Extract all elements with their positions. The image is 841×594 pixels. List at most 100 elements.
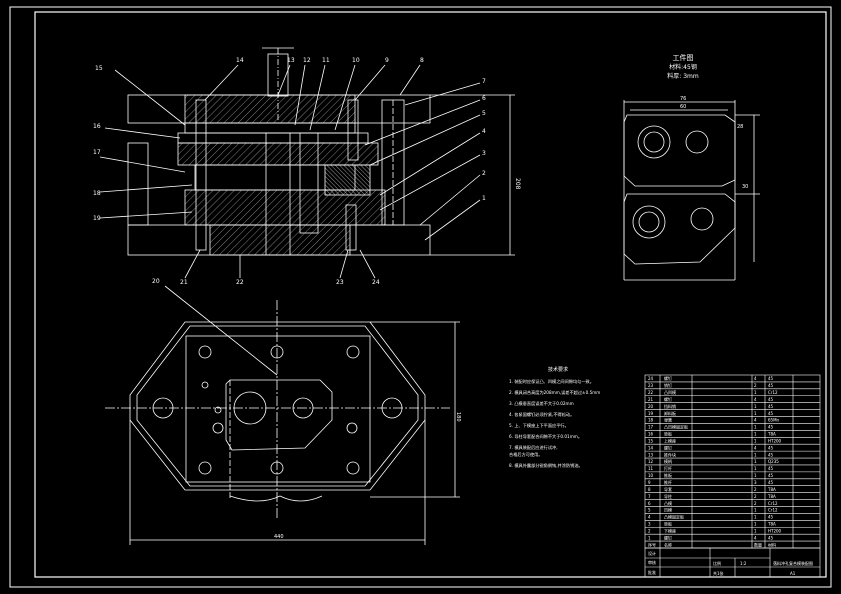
table-cell: 凸模固定板 (664, 514, 684, 520)
tech-req-item: 1. 装配时应保证凸、凹模之间间隙均匀一致。 (509, 378, 594, 385)
table-cell: 1 (754, 390, 757, 395)
title-scale-label: 比例 (713, 560, 721, 566)
table-cell: 45 (768, 404, 774, 409)
table-header-cell: 数量 (754, 541, 762, 547)
callout-24: 24 (372, 279, 380, 286)
table-cell: 4 (754, 535, 757, 540)
workpiece-view (623, 100, 760, 281)
table-cell: 4 (648, 515, 651, 520)
callout-16: 16 (93, 123, 101, 130)
table-cell: 45 (768, 452, 774, 457)
table-cell: 1 (754, 438, 757, 443)
table-cell: 21 (648, 397, 654, 402)
title-sheet: 共1张 (713, 570, 724, 576)
section-height-dim: 208 (514, 178, 521, 190)
callout-8: 8 (420, 57, 424, 64)
table-cell: 3 (754, 480, 757, 485)
workpiece-dim-inner-width: 60 (680, 104, 686, 110)
table-cell: 1 (754, 452, 757, 457)
table-cell: 45 (768, 466, 774, 471)
table-cell: 11 (648, 466, 654, 471)
table-cell: 23 (648, 383, 654, 388)
table-cell: 4 (754, 445, 757, 450)
inner-border (34, 11, 827, 578)
callout-17: 17 (93, 149, 101, 156)
table-cell: T8A (767, 487, 776, 492)
callout-9: 9 (385, 57, 389, 64)
table-cell: 45 (768, 480, 774, 485)
table-cell: 垫板 (664, 521, 672, 527)
callout-23: 23 (336, 279, 344, 286)
table-cell: 45 (768, 515, 774, 520)
table-cell: 2 (754, 383, 757, 388)
tech-req-item: 4. 各紧固螺钉必须拧紧,不得松动。 (509, 411, 574, 418)
table-cell: 1 (754, 515, 757, 520)
table-cell: T8A (767, 432, 776, 437)
table-cell: 8 (648, 487, 651, 492)
table-header-cell: 材料 (768, 541, 776, 547)
table-cell: 13 (648, 452, 654, 457)
callout-14: 14 (236, 57, 244, 64)
table-cell: Cr12 (768, 508, 778, 513)
tech-req-item: 5. 上、下模座上下平面应平行。 (509, 422, 569, 429)
parts-list-table (644, 374, 821, 578)
table-cell: 推件块 (664, 451, 676, 457)
callout-4: 4 (482, 128, 486, 135)
tech-req-item: 7. 模具装配后应进行试冲, (509, 444, 558, 451)
table-cell: 20 (648, 404, 654, 409)
table-cell: 3 (648, 522, 651, 527)
table-cell: 凹模 (664, 507, 672, 513)
table-cell: T8A (767, 494, 776, 499)
table-cell: Cr12 (768, 501, 778, 506)
callout-13: 13 (287, 57, 295, 64)
callout-3: 3 (482, 150, 486, 157)
callout-7: 7 (482, 78, 486, 85)
table-cell: 4 (754, 397, 757, 402)
table-cell: 凸凹模 (664, 389, 676, 395)
outer-border (9, 6, 832, 588)
table-cell: 导柱 (664, 493, 672, 499)
table-cell: 45 (768, 445, 774, 450)
tech-req-item: 2. 模具闭合高度为208mm,误差不超过±0.5mm (509, 389, 600, 396)
table-cell: 2 (754, 487, 757, 492)
title-scale: 1:2 (740, 561, 747, 566)
table-cell: 10 (648, 473, 654, 478)
table-cell: 模柄 (664, 458, 672, 464)
table-cell: 上模座 (664, 437, 676, 443)
callout-19: 19 (93, 215, 101, 222)
table-cell: Cr12 (768, 390, 778, 395)
callout-22: 22 (236, 279, 244, 286)
table-cell: 挡料销 (664, 403, 676, 409)
table-cell: 1 (754, 411, 757, 416)
table-cell: 9 (648, 480, 651, 485)
table-cell: 45 (768, 397, 774, 402)
callout-11: 11 (322, 57, 330, 64)
table-cell: 17 (648, 425, 654, 430)
section-view (99, 47, 515, 279)
title-size: A1 (790, 571, 796, 576)
table-cell: 7 (648, 494, 651, 499)
tech-req-item: 合格后方可使用。 (509, 451, 543, 458)
table-cell: 1 (754, 528, 757, 533)
table-cell: 2 (754, 494, 757, 499)
table-cell: Q235 (768, 459, 779, 464)
callout-1: 1 (482, 195, 486, 202)
table-cell: 1 (754, 508, 757, 513)
table-cell: 1 (754, 404, 757, 409)
table-cell: 1 (754, 432, 757, 437)
table-cell: 65Mn (768, 418, 780, 423)
table-header-cell: 序号 (648, 541, 656, 547)
title-check-label: 审核 (648, 559, 656, 565)
callout-2: 2 (482, 170, 486, 177)
tech-req-item: 6. 导柱导套配合间隙不大于0.01mm。 (509, 433, 582, 440)
table-cell: HT200 (768, 528, 782, 533)
callout-5: 5 (482, 110, 486, 117)
table-cell: 螺钉 (664, 396, 672, 402)
table-cell: 6 (648, 501, 651, 506)
table-cell: 45 (768, 411, 774, 416)
table-cell: 45 (768, 473, 774, 478)
table-cell: 45 (768, 376, 774, 381)
table-cell: 24 (648, 376, 654, 381)
plan-callout-20: 20 (152, 278, 160, 285)
table-cell: 2 (648, 528, 651, 533)
